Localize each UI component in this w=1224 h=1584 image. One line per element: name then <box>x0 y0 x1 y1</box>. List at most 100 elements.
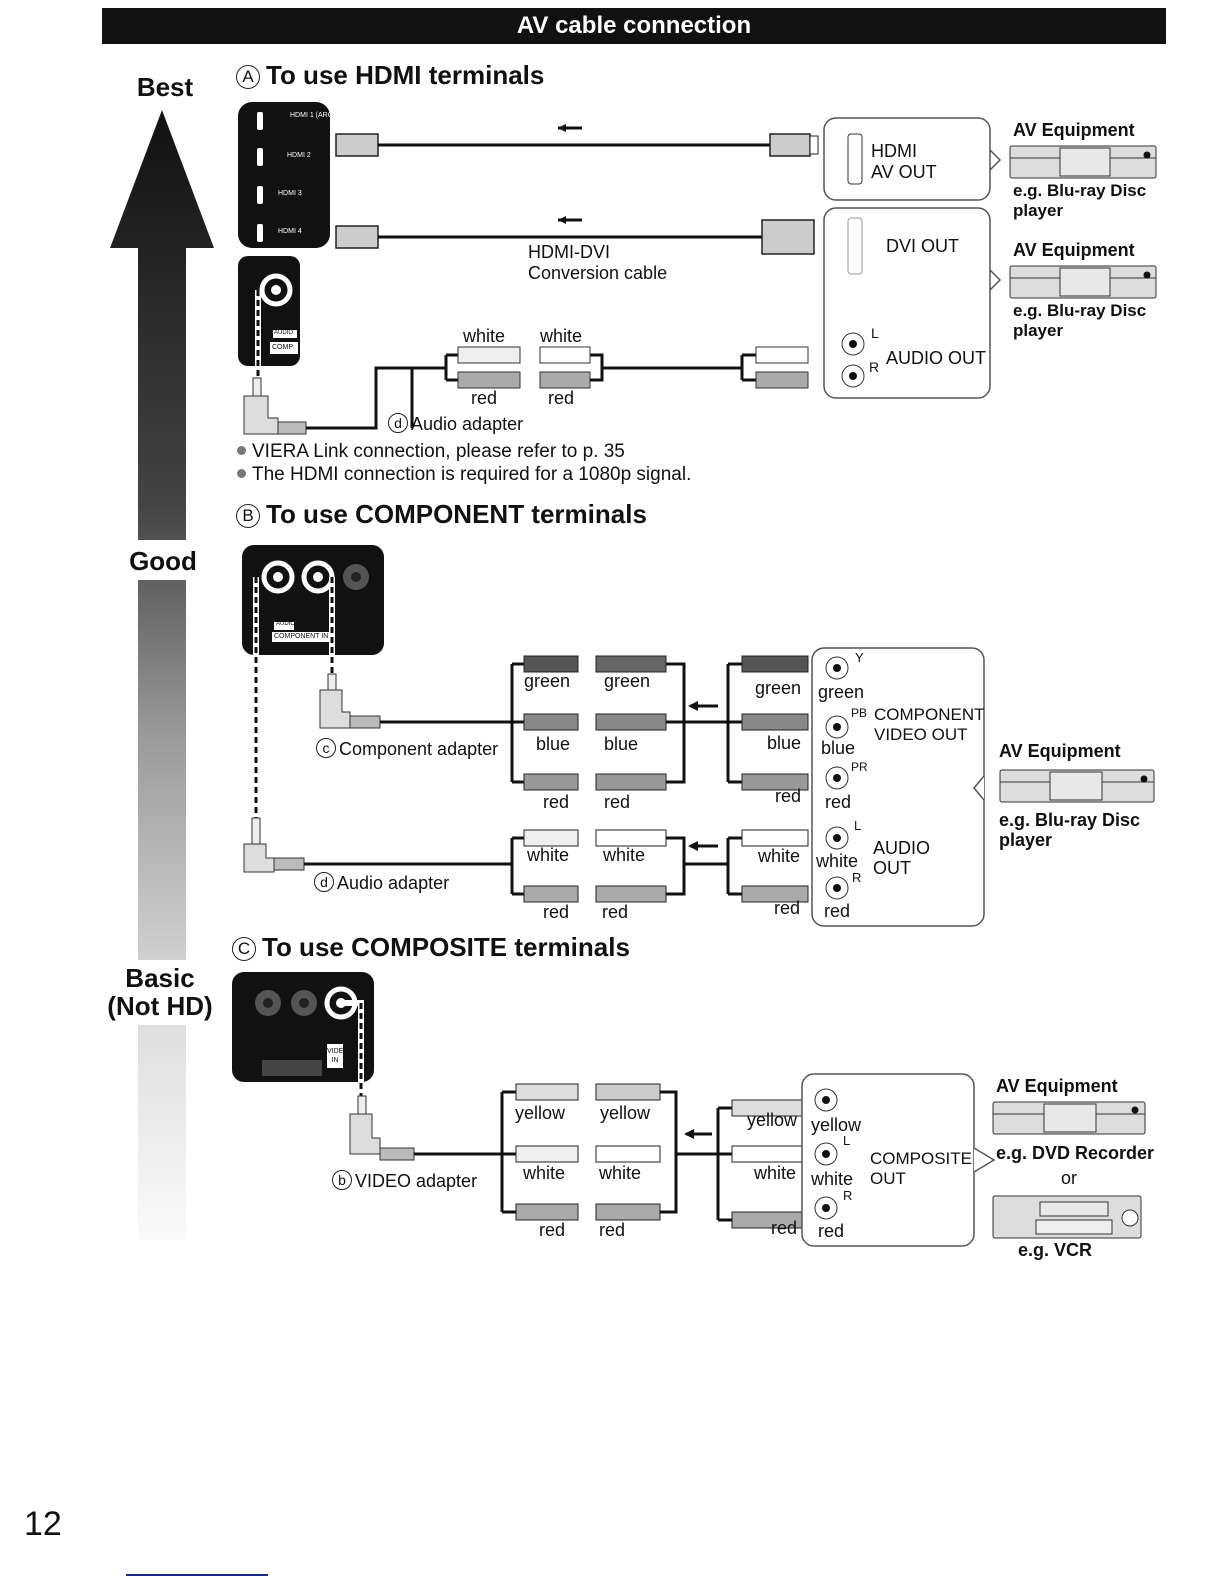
equipment-example: e.g. Blu-ray Disc <box>1013 181 1147 200</box>
wire-label: red <box>548 388 575 408</box>
jack-color-label: white <box>811 1169 854 1189</box>
bluray-player-icon-2 <box>1009 265 1157 299</box>
jack-l-label: L <box>854 818 862 833</box>
wire-label: white <box>523 1163 566 1183</box>
wire-label: red <box>543 902 570 922</box>
section-marker: B <box>236 504 260 528</box>
equipment-example-vcr: e.g. VCR <box>1018 1240 1093 1260</box>
jack-color-label: red <box>825 792 852 812</box>
bullet-icon <box>237 446 246 455</box>
wire-label: white <box>599 1163 642 1183</box>
note-viera-link: VIERA Link connection, please refer to p… <box>237 441 625 463</box>
wire-label: red <box>604 792 631 812</box>
dvi-out-label: DVI OUT <box>886 236 960 256</box>
equipment-title: AV Equipment <box>1013 240 1135 260</box>
tv-hdmi-port-label-1: HDMI 1 (ARC) <box>290 112 336 119</box>
tv-hdmi-panel <box>238 102 330 248</box>
dvd-recorder-icon <box>992 1101 1146 1135</box>
audio-out-label: AUDIO <box>873 838 931 858</box>
tv-video-in-label: VIDEO <box>327 1048 349 1055</box>
jack-color-label: red <box>824 901 851 921</box>
level-basic: Basic <box>125 963 195 993</box>
tv-hdmi-port-label-2: HDMI 2 <box>287 152 311 159</box>
wire-label: yellow <box>515 1103 566 1123</box>
wire-label: red <box>599 1220 626 1240</box>
equipment-or: or <box>1061 1168 1078 1188</box>
wire-label: white <box>603 845 646 865</box>
audio-r-label: R <box>869 359 880 375</box>
hdmi-out-label: HDMI <box>871 141 917 161</box>
tv-hdmi-port-label-3: HDMI 3 <box>278 190 302 197</box>
quality-arrow <box>110 110 214 1240</box>
equipment-example-2: player <box>999 830 1053 850</box>
wire-label: blue <box>536 734 571 754</box>
audio-l-label: L <box>871 325 879 341</box>
audio-out-label-2: OUT <box>873 858 911 878</box>
equipment-example-2: player <box>1013 321 1064 340</box>
level-best: Best <box>136 72 194 102</box>
note-1080p: The HDMI connection is required for a 10… <box>237 464 691 486</box>
audio-out-label: AUDIO OUT <box>886 348 987 368</box>
rca-female-white <box>457 346 521 364</box>
wire-label: white <box>463 326 506 346</box>
footer-link-underline <box>126 1574 268 1576</box>
equipment-title: AV Equipment <box>1013 120 1135 140</box>
equipment-example-dvd: e.g. DVD Recorder <box>996 1143 1155 1163</box>
jack-color-label: blue <box>821 738 856 758</box>
jack-color-label: yellow <box>811 1115 862 1135</box>
rca-female-red <box>457 371 521 389</box>
jack-pb-label: PB <box>851 706 868 720</box>
section-marker: C <box>232 937 256 961</box>
section-marker: A <box>236 65 260 89</box>
wire-label: green <box>524 671 571 691</box>
composite-out-label: COMPOSITE <box>870 1149 973 1168</box>
wire-label: white <box>758 846 801 866</box>
tv-hdmi-port-label-4: HDMI 4 <box>278 228 302 235</box>
conversion-cable-label: HDMI-DVI <box>528 242 610 262</box>
jack-color-label: green <box>818 682 865 702</box>
hdmi-port-3 <box>257 186 263 204</box>
page-number: 12 <box>24 1505 62 1543</box>
wire-label: red <box>771 1218 798 1238</box>
bluray-player-icon-1 <box>1009 145 1157 179</box>
wire-label: green <box>604 671 651 691</box>
component-video-out-label: COMPONENT <box>874 705 985 724</box>
jack-pr-label: PR <box>851 760 868 774</box>
wire-label: blue <box>604 734 639 754</box>
jack-l-label: L <box>843 1133 851 1148</box>
tv-audio-panel <box>238 256 300 366</box>
wire-label: red <box>774 898 801 918</box>
wire-label: red <box>602 902 629 922</box>
equipment-example-2: player <box>1013 201 1064 220</box>
wire-label: red <box>471 388 498 408</box>
wire-label: red <box>543 792 570 812</box>
tv-audio-label: AUDIO <box>276 621 296 627</box>
dvi-audio-out-panel <box>823 207 991 399</box>
hdmi-port-4 <box>257 224 263 242</box>
bullet-icon <box>237 469 246 478</box>
conversion-cable-label-2: Conversion cable <box>528 263 668 283</box>
tv-comp-label: COMP <box>272 344 293 351</box>
page-banner: AV cable connection <box>102 8 1166 44</box>
wire-label: white <box>754 1163 797 1183</box>
wire-label: blue <box>767 733 802 753</box>
level-basic-sub: (Not HD) <box>107 991 213 1021</box>
wire-label: white <box>527 845 570 865</box>
av-out-label: AV OUT <box>871 162 937 182</box>
wire-label: yellow <box>600 1103 651 1123</box>
equipment-example: e.g. Blu-ray Disc <box>999 810 1141 830</box>
hdmi-port-1 <box>257 112 263 130</box>
component-video-out-label-2: VIDEO OUT <box>874 725 968 744</box>
wire-label: white <box>540 326 583 346</box>
equipment-title: AV Equipment <box>996 1076 1118 1096</box>
hdmi-port-2 <box>257 148 263 166</box>
